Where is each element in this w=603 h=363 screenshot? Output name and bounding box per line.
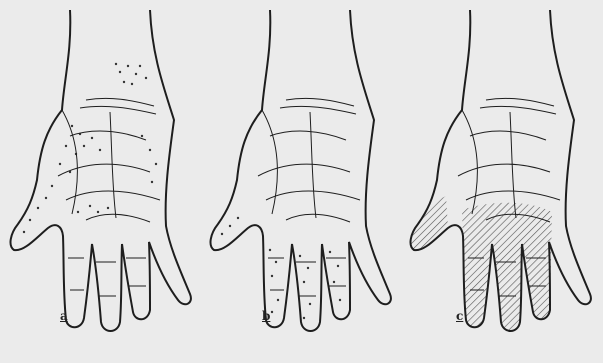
hand-c-hatching bbox=[462, 203, 552, 331]
panel-label-b: b bbox=[262, 309, 270, 323]
hand-b-stipple bbox=[221, 217, 341, 319]
panel-label-c: c bbox=[456, 309, 463, 323]
hand-a bbox=[11, 10, 191, 331]
hand-c bbox=[411, 10, 591, 331]
panel-label-a: a bbox=[60, 309, 68, 323]
hand-b bbox=[211, 10, 391, 331]
